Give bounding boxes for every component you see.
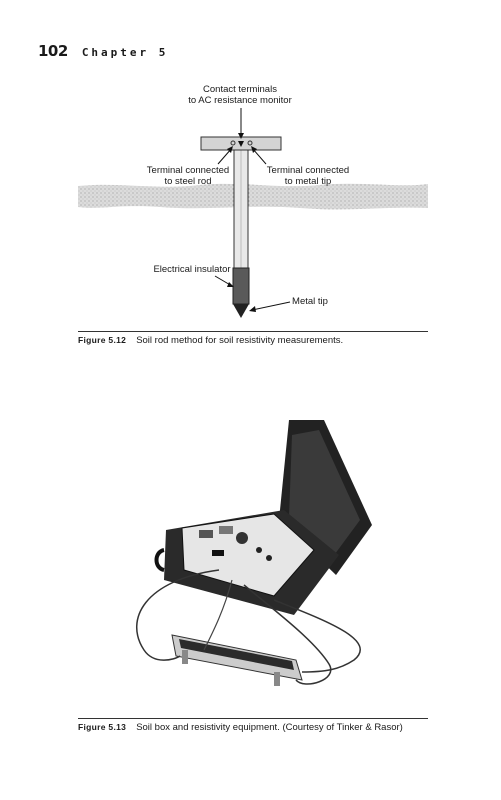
test-lead-cable xyxy=(135,569,220,661)
test-lead-cable xyxy=(243,584,332,685)
chapter-title: Chapter 5 xyxy=(81,46,169,59)
label-line: to AC resistance monitor xyxy=(188,95,292,106)
label-terminal-metal-tip: Terminal connected to metal tip xyxy=(262,165,354,187)
test-lead-cable xyxy=(203,579,233,651)
soil-rod-diagram xyxy=(78,108,428,318)
label-line: Contact terminals xyxy=(203,84,277,95)
label-line: Terminal connected xyxy=(266,165,350,176)
soil-layer xyxy=(78,183,428,210)
figure-5-13-caption: Figure 5.13 Soil box and resistivity equi… xyxy=(78,718,428,733)
caption-text: Soil rod method for soil resistivity mea… xyxy=(136,335,344,346)
case-handle xyxy=(154,548,165,572)
label-line: Terminal connected xyxy=(146,165,230,176)
soil-box-equipment-photo xyxy=(135,420,372,686)
page-number: 102 xyxy=(38,42,68,60)
figure-5-12-caption: Figure 5.12 Soil rod method for soil resi… xyxy=(78,331,428,346)
running-header: 102 Chapter 5 xyxy=(38,42,168,60)
caption-label: Figure 5.12 xyxy=(78,335,127,345)
label-line: to steel rod xyxy=(164,176,212,187)
control-panel xyxy=(181,513,315,597)
test-lead-cable xyxy=(273,599,361,673)
label-terminal-steel-rod: Terminal connected to steel rod xyxy=(143,165,233,187)
label-metal-tip: Metal tip xyxy=(292,296,328,307)
electrical-insulator-block xyxy=(232,267,250,305)
caption-label: Figure 5.13 xyxy=(78,722,127,732)
metal-tip-point xyxy=(233,304,249,318)
label-electrical-insulator: Electrical insulator xyxy=(153,264,231,275)
label-contact-terminals: Contact terminals to AC resistance monit… xyxy=(180,84,300,106)
caption-text: Soil box and resistivity equipment. (Cou… xyxy=(136,722,403,733)
label-line: to metal tip xyxy=(284,176,332,187)
